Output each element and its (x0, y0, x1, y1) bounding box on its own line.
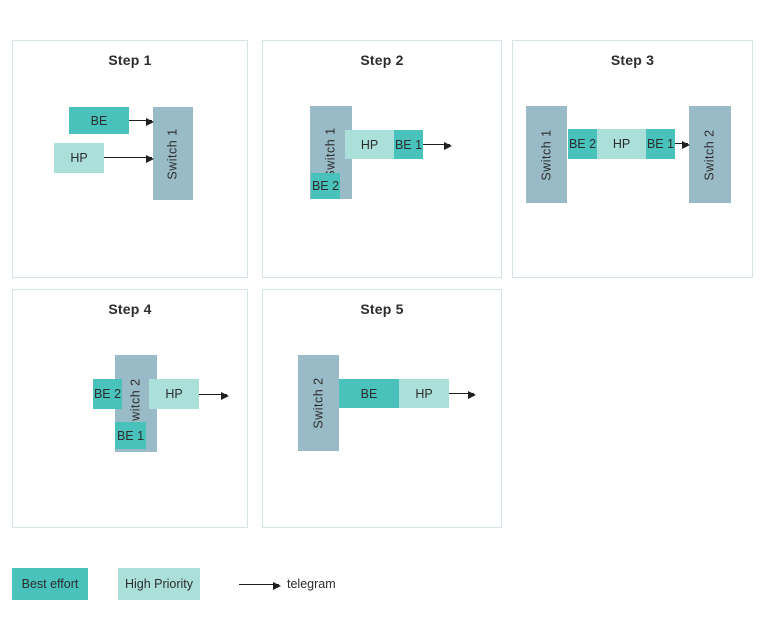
step-2-panel: Step 2 Switch 1 HP BE 1 BE 2 (262, 40, 502, 278)
hp-packet: HP (597, 129, 646, 159)
step-5-title: Step 5 (360, 301, 404, 317)
hp-packet: HP (345, 130, 394, 159)
step-5-panel: Step 5 Switch 2 BE HP (262, 289, 502, 528)
be1-packet: BE 1 (646, 129, 675, 159)
be1-packet: BE 1 (394, 130, 423, 159)
be-packet: BE (339, 379, 399, 408)
be2-packet: BE 2 (311, 173, 340, 199)
hp-packet: HP (149, 379, 199, 409)
telegram-arrow (675, 140, 690, 149)
legend-high-priority-swatch: High Priority (118, 568, 200, 600)
telegram-arrow (239, 581, 281, 590)
hp-packet: HP (399, 379, 449, 408)
step-2-title: Step 2 (360, 52, 404, 68)
switch-1-label: Switch 1 (324, 126, 338, 179)
switch-2-label: Switch 2 (703, 128, 717, 181)
telegram-arrow (129, 117, 154, 126)
legend-best-effort-swatch: Best effort (12, 568, 88, 600)
telegram-arrow (104, 154, 154, 163)
switch-1-label: Switch 1 (539, 128, 554, 181)
switch-2-label: Switch 2 (311, 377, 326, 429)
switch-1-label: Switch 1 (166, 127, 180, 180)
telegram-arrow (423, 141, 452, 150)
be1-packet: BE 1 (115, 422, 146, 449)
hp-packet: HP (54, 143, 104, 173)
step-3-title: Step 3 (610, 52, 655, 68)
step-3-panel: Step 3 Switch 1 BE 2 HP BE 1 Switch 2 (512, 40, 753, 278)
be2-packet: BE 2 (93, 379, 122, 409)
telegram-arrow (199, 391, 229, 400)
step-4-title: Step 4 (108, 301, 152, 317)
step-1-title: Step 1 (108, 52, 152, 68)
telegram-arrow (449, 390, 476, 399)
step-1-panel: Step 1 BE HP Switch 1 (12, 40, 248, 278)
switch-2-node: Switch 2 (689, 106, 731, 203)
switch-1-node: Switch 1 (526, 106, 567, 203)
switch-1-node: Switch 1 (153, 107, 193, 200)
step-4-panel: Step 4 Switch 2 BE 2 HP BE 1 (12, 289, 248, 528)
be-packet: BE (69, 107, 129, 134)
be2-packet: BE 2 (568, 129, 597, 159)
switch-2-node: Switch 2 (298, 355, 339, 451)
legend-telegram-label: telegram (287, 577, 336, 591)
